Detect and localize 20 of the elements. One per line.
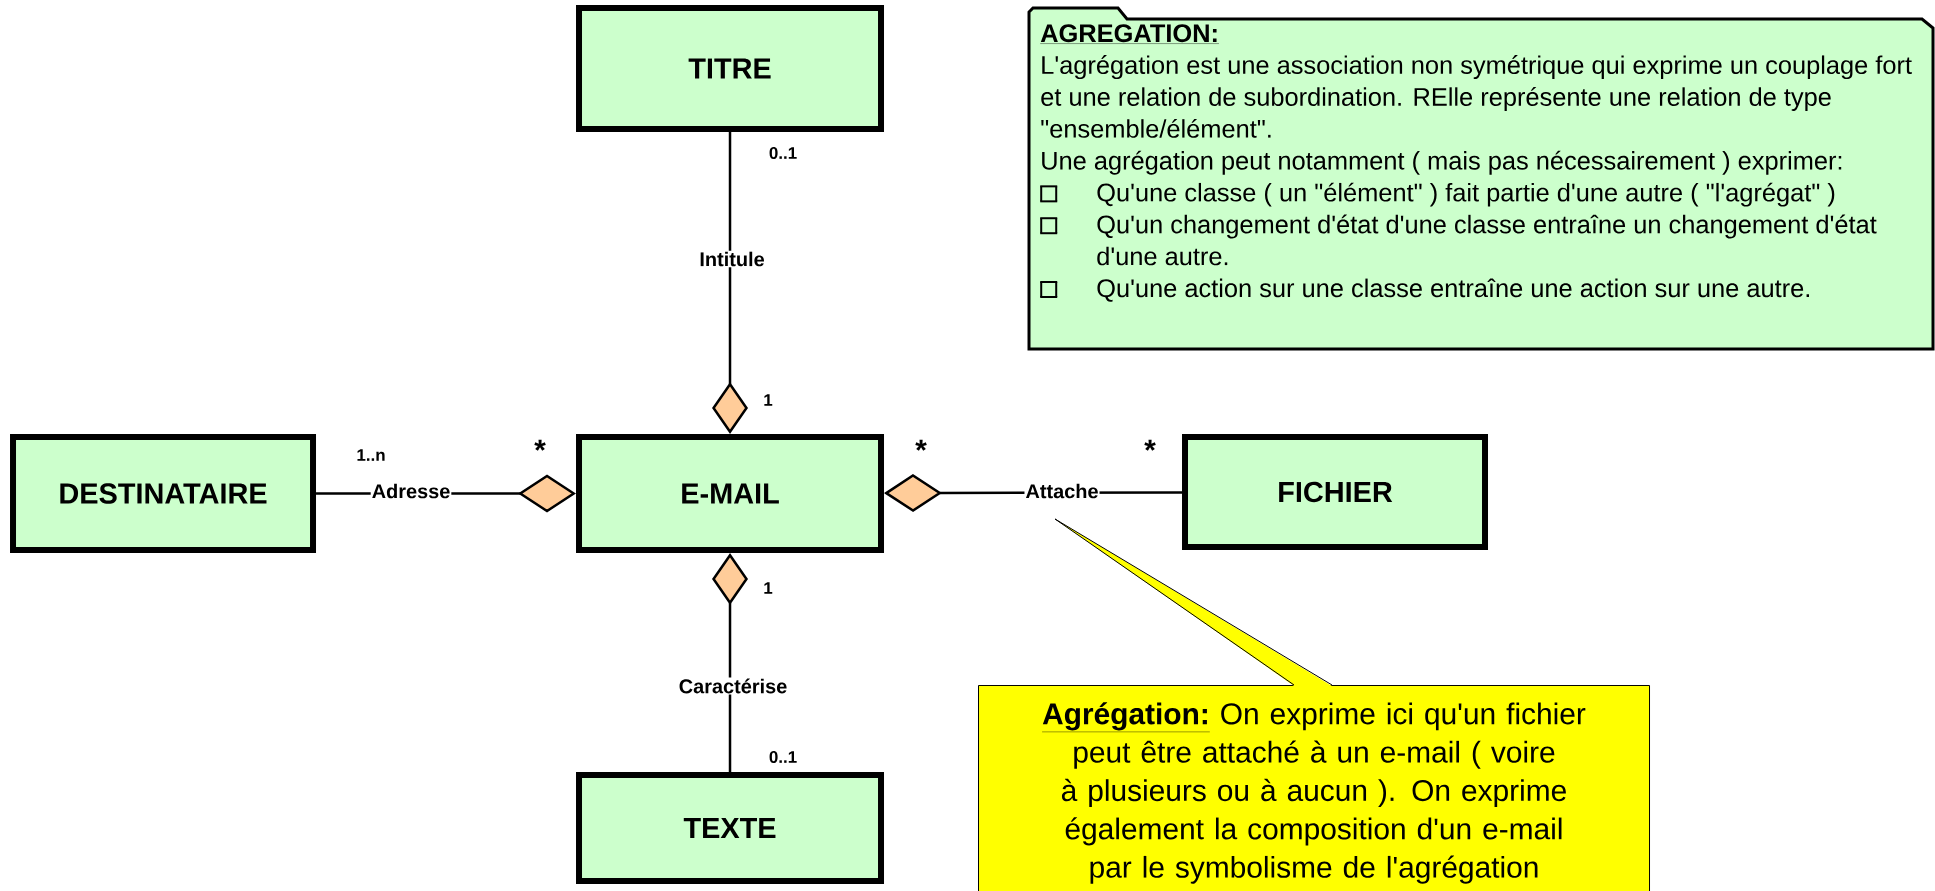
multiplicity-label: * — [534, 439, 546, 451]
class-box: FICHIER — [1182, 434, 1488, 550]
multiplicity-label: 0..1 — [769, 147, 797, 159]
multiplicity-label: 1..n — [357, 449, 385, 461]
class-box: E-MAIL — [576, 434, 884, 553]
class-box: TITRE — [576, 5, 884, 132]
class-box: DESTINATAIRE — [10, 434, 316, 553]
multiplicity-label: * — [915, 439, 927, 451]
multiplicity-label: * — [1144, 439, 1156, 451]
edge-label: Attache — [1025, 483, 1098, 499]
note-box: AGREGATION: L'agrégation est une association non symétrique qui exprime un couplage fort et une relation de subordination. RElle représente une relation de type "ensemble/élément". Une agrégation peut notamment ( mais pas nécessairement ) exprimer: Qu'une classe ( un "élément" ) fait partie d'une autre ( "l'agrégat" ) Qu'un changement d'état d'une classe entraîne un changement d'état d'une autre. Qu'une action sur une classe entraîne une action sur une autre. — [1027, 6, 1935, 351]
class-box: TEXTE — [576, 772, 884, 884]
edge-label: Intitule — [700, 251, 764, 267]
aggregation-line — [712, 553, 748, 772]
edge-label: Adresse — [372, 483, 450, 499]
multiplicity-label: 1 — [764, 582, 773, 594]
aggregation-line — [712, 132, 748, 434]
edge-label: Caractérise — [679, 678, 787, 694]
multiplicity-label: 1 — [764, 394, 773, 406]
callout-box: Agrégation: On exprime ici qu'un fichier peut être attaché à un e-mail ( voire à plusieurs ou à aucun ). On exprime également la composition d'un e-mail par le symbolisme de l'agrégation — [978, 518, 1650, 891]
